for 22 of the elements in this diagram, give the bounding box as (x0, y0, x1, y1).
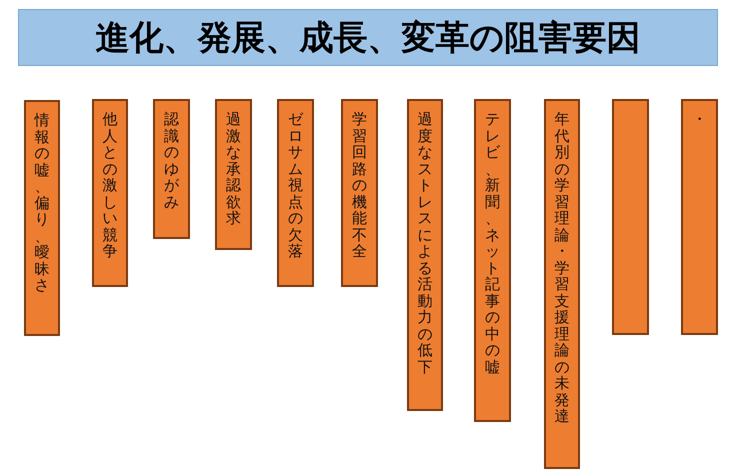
factor-label: ゼロサム視点の欠落 (288, 111, 303, 260)
factor-box (407, 99, 443, 411)
factor-label: 年代別の学習理論・学習支援理論の未発達 (554, 111, 570, 424)
factor-box (544, 99, 580, 469)
factor-label: ・ (692, 111, 707, 128)
factor-box (24, 100, 60, 336)
factor-label: 他人との激しい競争 (102, 111, 118, 260)
factor-label: 情報の嘘、偏り、曖昧さ (34, 112, 50, 294)
factor-box (153, 99, 190, 239)
factor-box (277, 99, 314, 287)
factor-box (681, 99, 718, 335)
diagram-title: 進化、発展、成長、変革の阻害要因 (96, 16, 640, 60)
factor-label: 過度なストレスによる活動力の低下 (418, 111, 432, 375)
factor-box (215, 99, 252, 250)
factor-box (341, 99, 378, 287)
factor-box (92, 99, 128, 287)
factor-label: 過激な承認欲求 (226, 111, 241, 226)
factor-label: テレビ、新聞、ネット記事の中の嘘 (485, 111, 500, 375)
factor-label: 学習回路の機能不全 (352, 111, 367, 260)
empty-box (612, 99, 649, 335)
factor-box (474, 99, 511, 422)
factor-label: 認識のゆがみ (164, 111, 179, 210)
